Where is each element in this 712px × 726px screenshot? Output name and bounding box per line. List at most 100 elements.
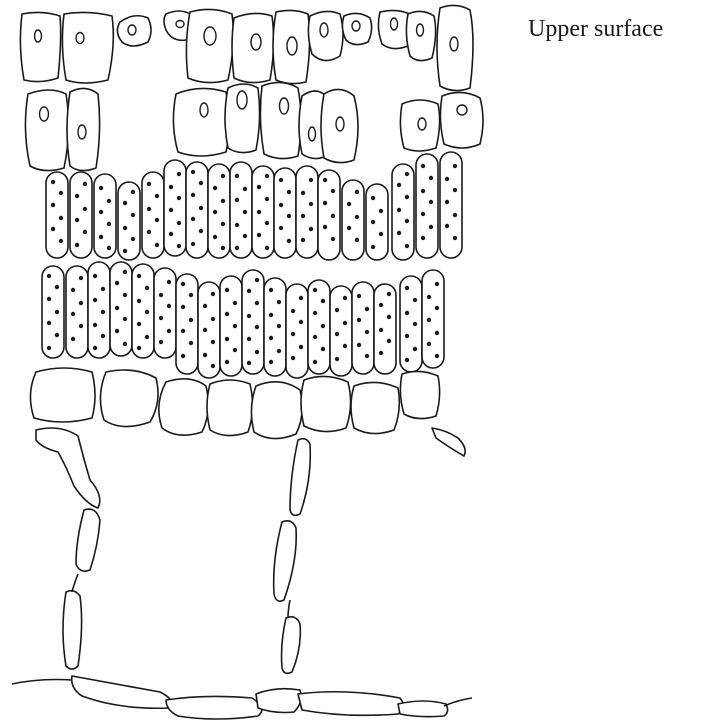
chloroplast-dot [323,201,327,205]
chloroplast-dot [301,191,305,195]
chloroplast-dot [265,221,269,225]
chloroplast-dot [203,328,207,332]
palisade-cell [392,164,414,260]
chloroplast-dot [123,226,127,230]
chloroplast-dot [225,312,229,316]
chloroplast-dot [429,200,433,204]
lower-filament [12,676,472,719]
tubular-cell [256,689,301,713]
chloroplast-dot [255,325,259,329]
chloroplast-dot [357,318,361,322]
chloroplast-dot [221,222,225,226]
chloroplast-dot [243,210,247,214]
chloroplast-dot [427,295,431,299]
chloroplast-dot [145,286,149,290]
chloroplast-dot [445,200,449,204]
filament-strand [288,600,290,618]
chloroplast-dot [233,348,237,352]
chloroplast-dot [59,239,63,243]
nucleus [40,107,49,121]
chloroplast-dot [397,183,401,187]
chloroplast-dot [269,336,273,340]
palisade-cell [118,182,140,260]
upper-surface-label: Upper surface [528,16,663,43]
palisade-cell [274,168,296,258]
chloroplast-dot [379,351,383,355]
chloroplast-dot [309,178,313,182]
chloroplast-dot [225,360,229,364]
chloroplast-dot [189,293,193,297]
chloroplast-dot [225,288,229,292]
chloroplast-dot [235,223,239,227]
nucleus [237,91,247,109]
palisade-cell [208,164,230,258]
chloroplast-dot [265,174,269,178]
chloroplast-dot [387,315,391,319]
chloroplast-dot [199,206,203,210]
epidermis-inner-row [25,82,483,170]
chloroplast-dot [101,334,105,338]
nucleus [309,127,316,141]
chloroplast-dot [211,340,215,344]
chloroplast-dot [101,310,105,314]
chloroplast-dot [429,176,433,180]
chloroplast-dot [211,364,215,368]
chloroplast-dot [421,189,425,193]
chloroplast-dot [413,322,417,326]
chloroplast-dot [421,236,425,240]
chloroplast-dot [107,222,111,226]
chloroplast-dot [199,229,203,233]
chloroplast-dot [177,244,181,248]
chloroplast-dot [177,196,181,200]
chloroplast-dot [55,310,59,314]
palisade-cell [88,262,110,358]
spongy-mesophyll [30,368,439,439]
chloroplast-dot [211,317,215,321]
filament-strand [12,680,72,685]
chloroplast-dot [413,347,417,351]
chloroplast-dot [101,287,105,291]
chloroplast-dot [137,346,141,350]
filament-strand [444,698,472,706]
chloroplast-dot [453,188,457,192]
chloroplast-dot [429,225,433,229]
palisade-cell [242,270,264,374]
chloroplast-dot [233,324,237,328]
chloroplast-dot [343,321,347,325]
palisade-cell [296,166,318,258]
chloroplast-dot [167,280,171,284]
tubular-cell [274,521,297,601]
tubular-cell [432,428,465,456]
chloroplast-dot [177,172,181,176]
tubular-cell [298,692,404,716]
chloroplast-dot [123,293,127,297]
chloroplast-dot [191,193,195,197]
palisade-cell [422,270,444,368]
tubular-cell [36,428,100,508]
chloroplast-dot [137,322,141,326]
chloroplast-dot [93,346,97,350]
chloroplast-dot [137,299,141,303]
chloroplast-dot [355,215,359,219]
chloroplast-dot [379,232,383,236]
chloroplast-dot [59,216,63,220]
chloroplast-dot [313,335,317,339]
palisade-cell [352,282,374,374]
chloroplast-dot [243,187,247,191]
chloroplast-dot [221,174,225,178]
chloroplast-dot [131,237,135,241]
chloroplast-dot [445,224,449,228]
palisade-cell [110,262,132,356]
chloroplast-dot [93,274,97,278]
chloroplast-dot [335,308,339,312]
chloroplast-dot [321,299,325,303]
chloroplast-dot [147,182,151,186]
chloroplast-dot [225,337,229,341]
chloroplast-dot [435,354,439,358]
chloroplast-dot [203,353,207,357]
chloroplast-dot [181,282,185,286]
chloroplast-dot [181,305,185,309]
chloroplast-dot [357,294,361,298]
chloroplast-dot [189,318,193,322]
chloroplast-dot [453,213,457,217]
